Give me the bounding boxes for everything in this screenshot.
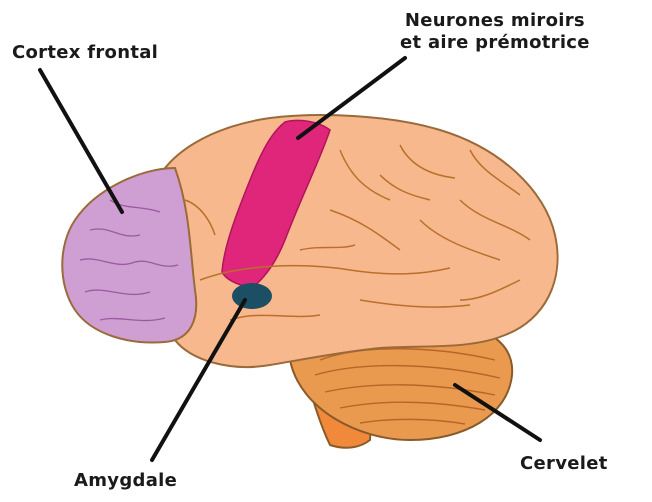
label-neurones-miroirs: Neurones miroirs et aire prémotrice — [400, 10, 590, 54]
label-neurones-line1: Neurones miroirs — [400, 10, 590, 32]
frontal-lobe — [62, 168, 196, 343]
label-cortex-frontal: Cortex frontal — [12, 42, 158, 64]
leader-frontal — [40, 70, 122, 212]
label-amygdale: Amygdale — [74, 470, 177, 492]
label-neurones-line2: et aire prémotrice — [400, 32, 590, 54]
label-cervelet: Cervelet — [520, 453, 608, 475]
cortex — [146, 115, 557, 367]
amygdala — [232, 283, 272, 309]
